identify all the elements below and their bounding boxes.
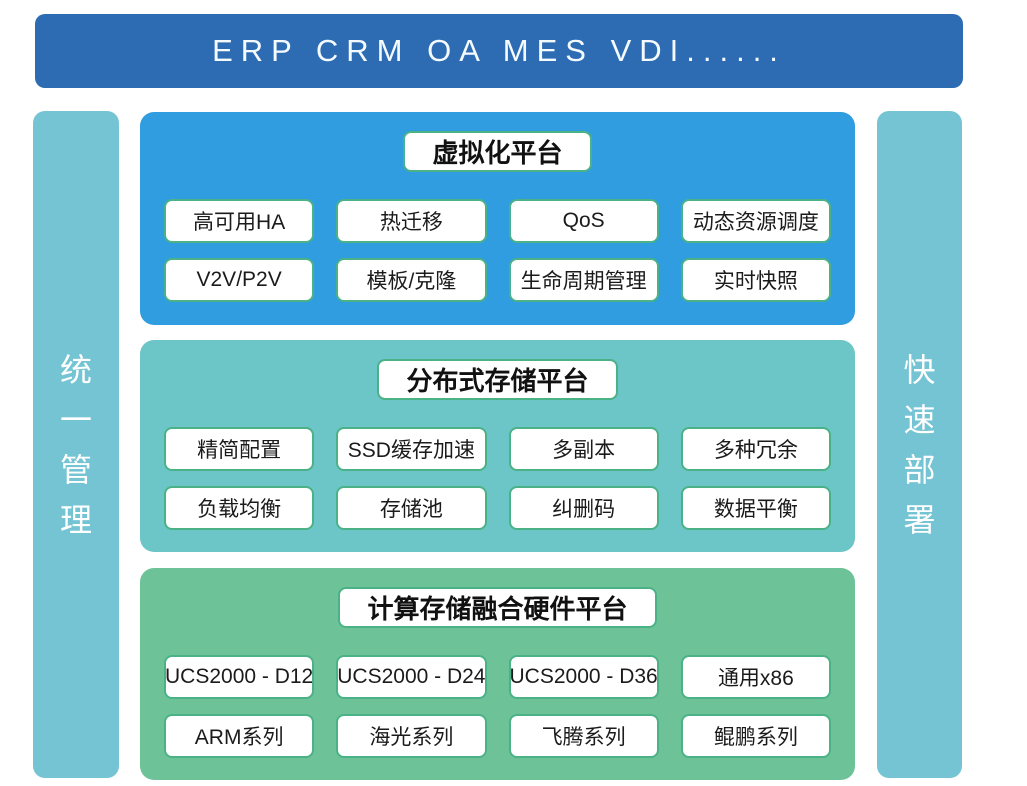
panel-item: V2V/P2V <box>164 258 315 302</box>
sidebar-unified-management: 统 一 管 理 <box>33 111 119 778</box>
panel-item: 海光系列 <box>336 714 487 758</box>
panel-item: 飞腾系列 <box>508 714 659 758</box>
panel-item: UCS2000 - D24 <box>336 655 487 699</box>
panel-item: 鲲鹏系列 <box>680 714 831 758</box>
panel-title: 计算存储融合硬件平台 <box>338 587 657 628</box>
panel-item: 生命周期管理 <box>508 258 659 302</box>
panel-item: 精简配置 <box>164 427 315 471</box>
panel-item: UCS2000 - D36 <box>508 655 659 699</box>
panel-item: 热迁移 <box>336 199 487 243</box>
application-layer-banner: ERP CRM OA MES VDI...... <box>35 14 963 88</box>
panel-converged-hardware-platform: 计算存储融合硬件平台 UCS2000 - D12 UCS2000 - D24 U… <box>140 568 855 780</box>
panel-item: 模板/克隆 <box>336 258 487 302</box>
panel-title: 虚拟化平台 <box>403 131 592 172</box>
sidebar-char: 署 <box>903 501 936 538</box>
sidebar-char: 一 <box>59 401 92 438</box>
panel-item-grid: 高可用HA 热迁移 QoS 动态资源调度 V2V/P2V 模板/克隆 生命周期管… <box>164 199 831 302</box>
sidebar-rapid-deployment: 快 速 部 署 <box>877 111 962 778</box>
sidebar-char: 速 <box>903 401 936 438</box>
panel-title: 分布式存储平台 <box>377 359 618 400</box>
panel-item: UCS2000 - D12 <box>164 655 315 699</box>
sidebar-char: 管 <box>59 451 92 488</box>
panel-item: 纠删码 <box>508 486 659 530</box>
banner-label: ERP CRM OA MES VDI...... <box>212 33 786 68</box>
panel-item: 通用x86 <box>680 655 831 699</box>
panel-item: 动态资源调度 <box>680 199 831 243</box>
panel-item: 存储池 <box>336 486 487 530</box>
sidebar-char: 理 <box>59 501 92 538</box>
panel-distributed-storage-platform: 分布式存储平台 精简配置 SSD缓存加速 多副本 多种冗余 负载均衡 存储池 纠… <box>140 340 855 552</box>
panel-item: 实时快照 <box>680 258 831 302</box>
panel-item: QoS <box>508 199 659 243</box>
panel-item: 多种冗余 <box>680 427 831 471</box>
panel-item: 多副本 <box>508 427 659 471</box>
panel-virtualization-platform: 虚拟化平台 高可用HA 热迁移 QoS 动态资源调度 V2V/P2V 模板/克隆… <box>140 112 855 325</box>
panel-item: 负载均衡 <box>164 486 315 530</box>
panel-item-grid: UCS2000 - D12 UCS2000 - D24 UCS2000 - D3… <box>164 655 831 758</box>
panel-item: 高可用HA <box>164 199 315 243</box>
panel-item: 数据平衡 <box>680 486 831 530</box>
panel-item: SSD缓存加速 <box>336 427 487 471</box>
sidebar-char: 部 <box>903 451 936 488</box>
sidebar-char: 快 <box>903 351 936 388</box>
panel-item-grid: 精简配置 SSD缓存加速 多副本 多种冗余 负载均衡 存储池 纠删码 数据平衡 <box>164 427 831 530</box>
sidebar-char: 统 <box>59 351 92 388</box>
panel-item: ARM系列 <box>164 714 315 758</box>
